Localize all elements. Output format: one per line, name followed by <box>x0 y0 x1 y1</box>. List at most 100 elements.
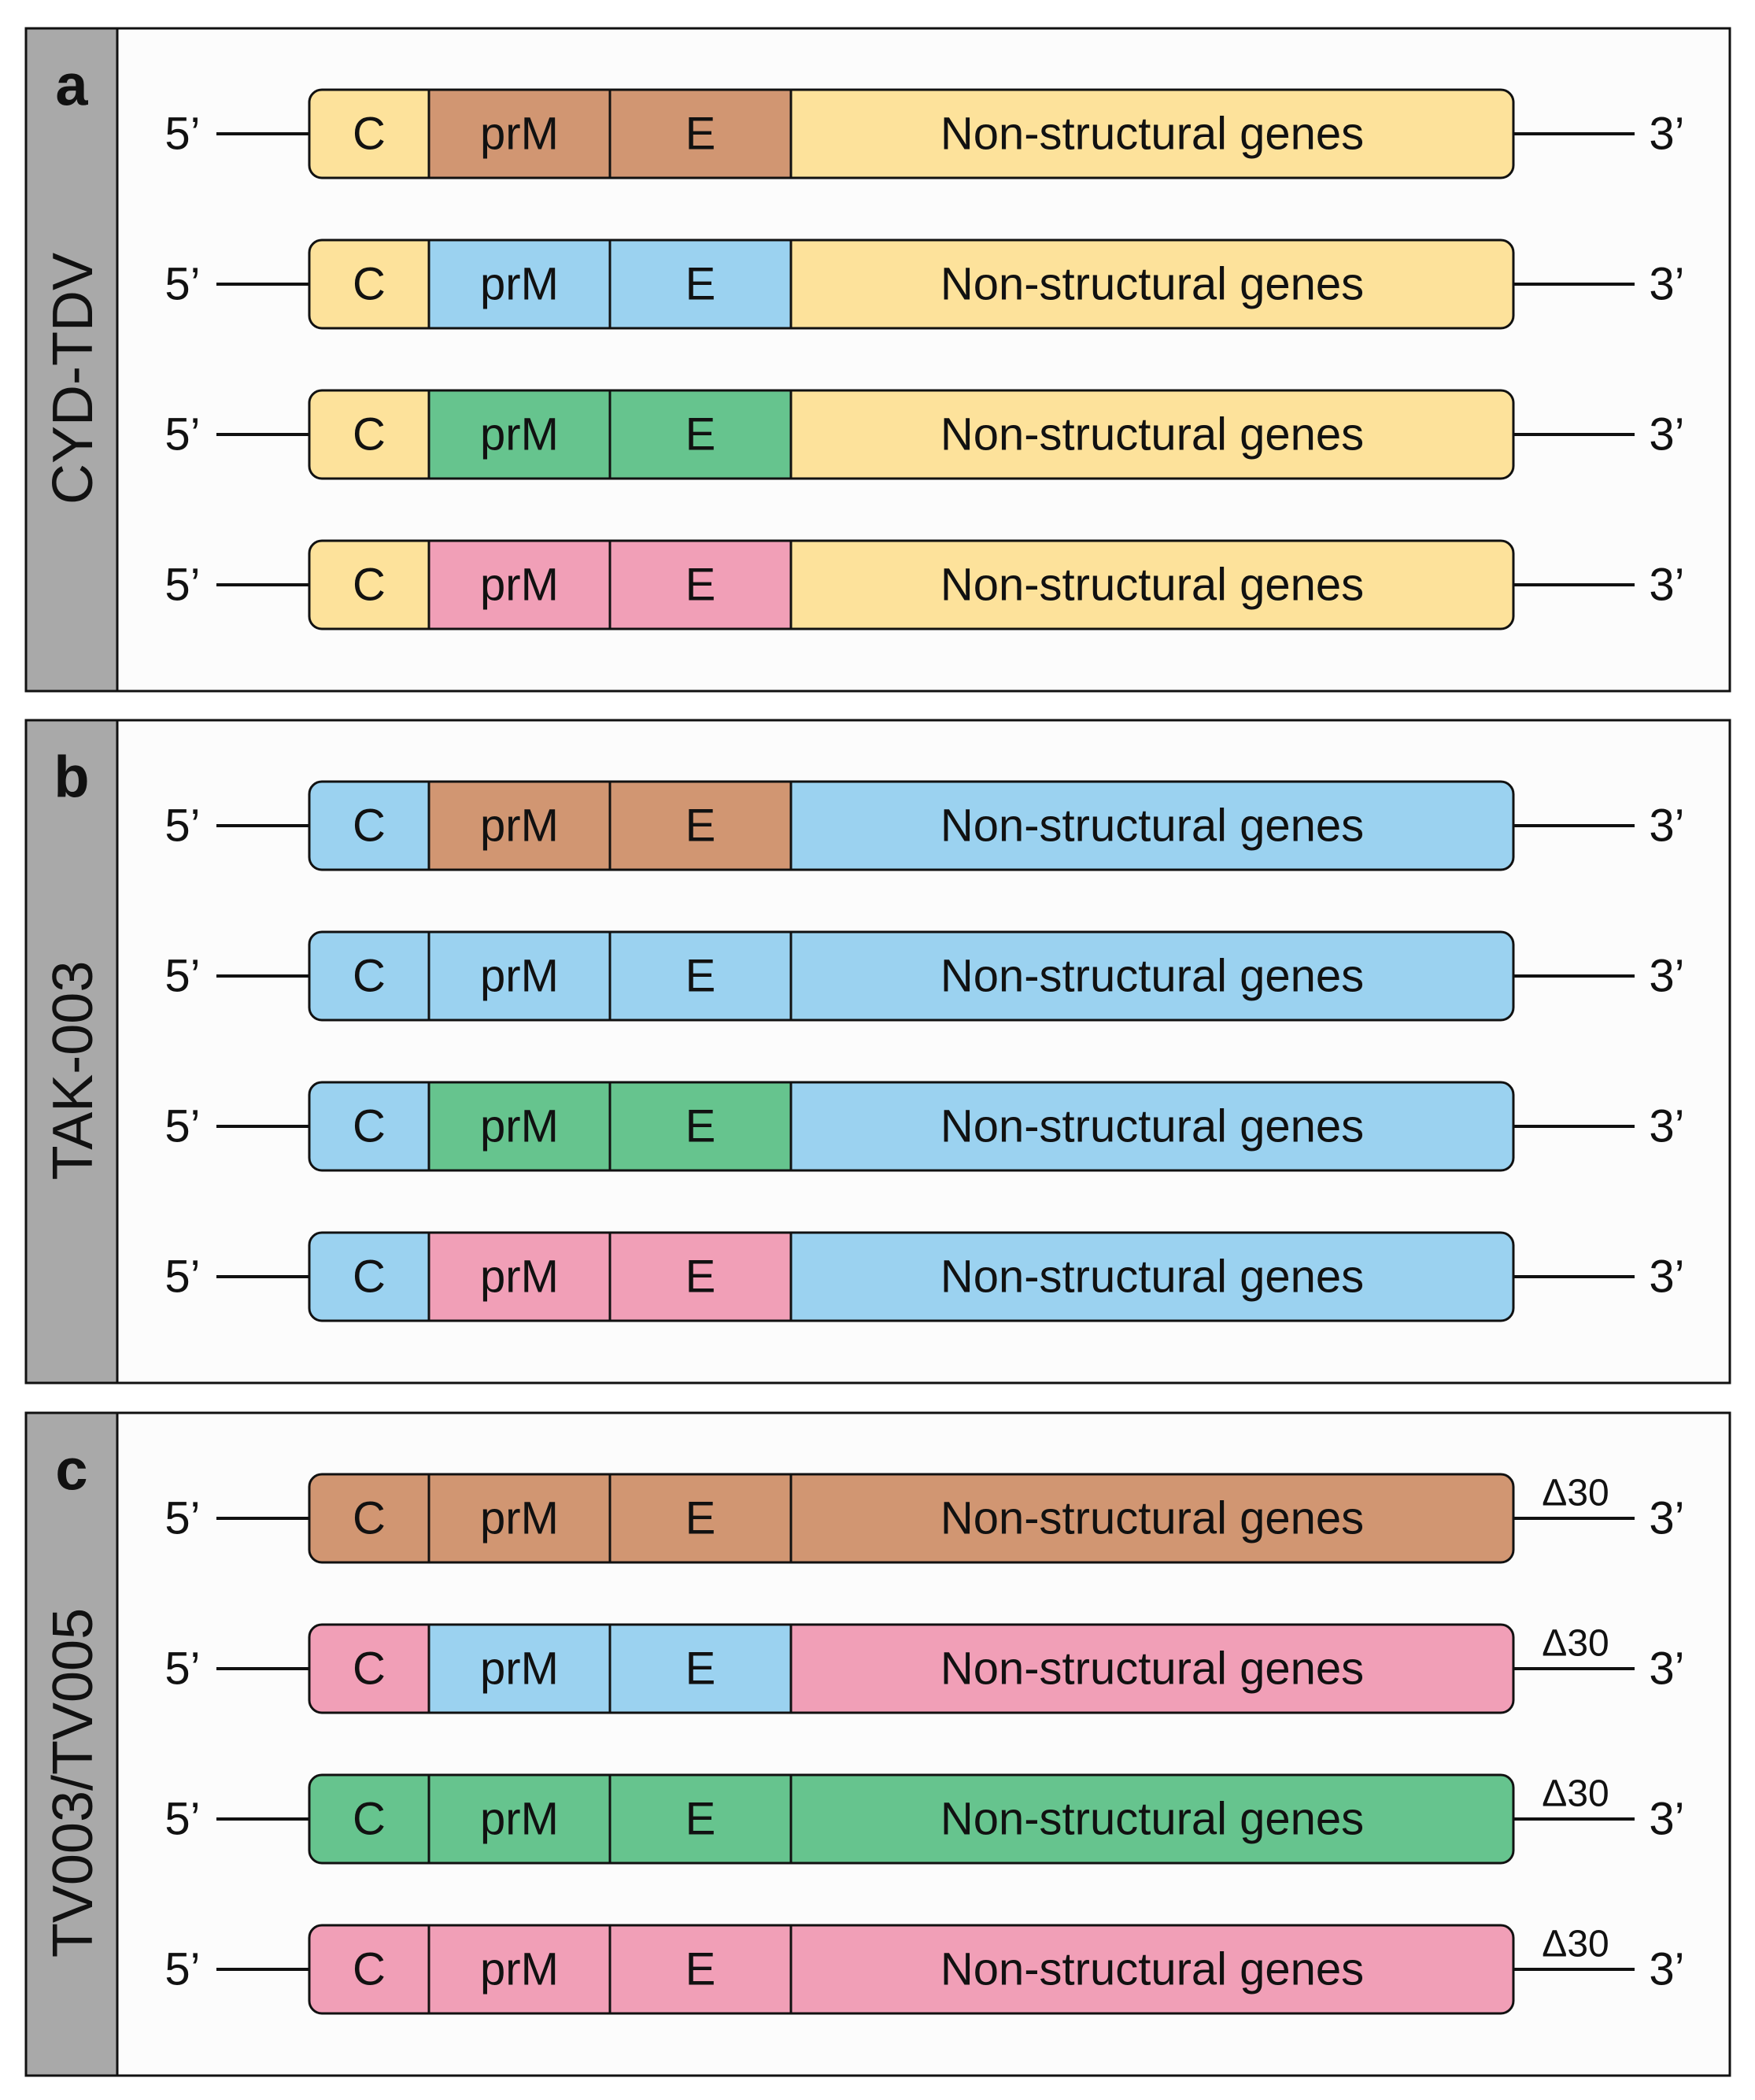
three-prime-label: 3’ <box>1649 1643 1684 1695</box>
segment-prm <box>429 1775 610 1863</box>
segment-e <box>610 1233 791 1321</box>
five-prime-label: 5’ <box>164 109 200 160</box>
segment-c <box>309 541 429 629</box>
segment-c-label: C <box>353 109 386 160</box>
segment-e <box>610 1474 791 1562</box>
five-prime-label: 5’ <box>164 951 200 1002</box>
panel-sidebar <box>24 27 119 693</box>
segment-prm <box>429 932 610 1020</box>
segment-e-label: E <box>685 1251 716 1303</box>
segment-nonstructural <box>791 240 1513 328</box>
segment-nonstructural-label: Non-structural genes <box>940 109 1364 160</box>
five-prime-label: 5’ <box>164 800 200 852</box>
genome-bar-outline <box>308 1623 1515 1714</box>
segment-e-label: E <box>685 109 716 160</box>
five-prime-label: 5’ <box>164 1493 200 1544</box>
segment-nonstructural-label: Non-structural genes <box>940 409 1364 460</box>
five-prime-label: 5’ <box>164 1944 200 1995</box>
segment-c-label: C <box>353 1944 386 1995</box>
segment-prm-label: prM <box>480 800 559 852</box>
segment-c-label: C <box>353 951 386 1002</box>
panel-sidebar <box>24 719 119 1385</box>
segment-e-label: E <box>685 560 716 611</box>
segment-e-label: E <box>685 1493 716 1544</box>
segment-c-label: C <box>353 1794 386 1845</box>
segment-prm-label: prM <box>480 409 559 460</box>
segment-c <box>309 1775 429 1863</box>
segment-prm-label: prM <box>480 259 559 310</box>
segment-e-label: E <box>685 1643 716 1695</box>
segment-nonstructural <box>791 1474 1513 1562</box>
segment-prm <box>429 90 610 178</box>
segment-prm <box>429 541 610 629</box>
segment-nonstructural-label: Non-structural genes <box>940 800 1364 852</box>
three-prime-label: 3’ <box>1649 1944 1684 1995</box>
segment-c-label: C <box>353 560 386 611</box>
genome-bar-outline <box>308 389 1515 480</box>
genome-bar-outline <box>308 238 1515 330</box>
segment-nonstructural <box>791 1082 1513 1170</box>
segment-nonstructural-label: Non-structural genes <box>940 560 1364 611</box>
segment-e <box>610 1775 791 1863</box>
five-prime-label: 5’ <box>164 1101 200 1152</box>
segment-e-label: E <box>685 1944 716 1995</box>
three-prime-label: 3’ <box>1649 109 1684 160</box>
segment-prm <box>429 782 610 870</box>
genome-bar-outline <box>308 780 1515 871</box>
segment-e-label: E <box>685 1794 716 1845</box>
segment-c-label: C <box>353 409 386 460</box>
segment-prm-label: prM <box>480 1101 559 1152</box>
segment-c-label: C <box>353 1643 386 1695</box>
segment-c <box>309 782 429 870</box>
segment-nonstructural <box>791 1775 1513 1863</box>
segment-nonstructural <box>791 782 1513 870</box>
genome-bar-outline <box>308 539 1515 630</box>
segment-e-label: E <box>685 409 716 460</box>
segment-nonstructural-label: Non-structural genes <box>940 951 1364 1002</box>
segment-nonstructural <box>791 1233 1513 1321</box>
genome-bar-outline <box>308 88 1515 179</box>
segment-nonstructural-label: Non-structural genes <box>940 1643 1364 1695</box>
genome-bar-outline <box>308 1473 1515 1564</box>
segment-c <box>309 90 429 178</box>
segment-prm <box>429 1233 610 1321</box>
genome-bar-outline <box>308 1924 1515 2015</box>
three-prime-label: 3’ <box>1649 1493 1684 1544</box>
delta30-label: Δ30 <box>1542 1773 1609 1815</box>
segment-nonstructural <box>791 1625 1513 1713</box>
vaccine-name: TV003/TV005 <box>42 1608 105 1958</box>
three-prime-label: 3’ <box>1649 1251 1684 1303</box>
delta30-label: Δ30 <box>1542 1473 1609 1514</box>
segment-c <box>309 1474 429 1562</box>
segment-prm-label: prM <box>480 951 559 1002</box>
segment-prm-label: prM <box>480 109 559 160</box>
panel-sidebar <box>24 1411 119 2077</box>
segment-nonstructural <box>791 90 1513 178</box>
delta30-label: Δ30 <box>1542 1623 1609 1665</box>
vaccine-name: CYD-TDV <box>42 253 105 505</box>
genome-bar-outline <box>308 1773 1515 1865</box>
segment-c <box>309 390 429 479</box>
segment-c <box>309 1925 429 2013</box>
panel-letter: c <box>55 1437 87 1503</box>
segment-nonstructural-label: Non-structural genes <box>940 1944 1364 1995</box>
segment-e <box>610 390 791 479</box>
segment-prm-label: prM <box>480 1251 559 1303</box>
segment-prm-label: prM <box>480 1794 559 1845</box>
segment-c <box>309 1233 429 1321</box>
segment-nonstructural <box>791 1925 1513 2013</box>
five-prime-label: 5’ <box>164 1794 200 1845</box>
segment-c-label: C <box>353 1251 386 1303</box>
segment-e <box>610 1082 791 1170</box>
segment-e <box>610 782 791 870</box>
